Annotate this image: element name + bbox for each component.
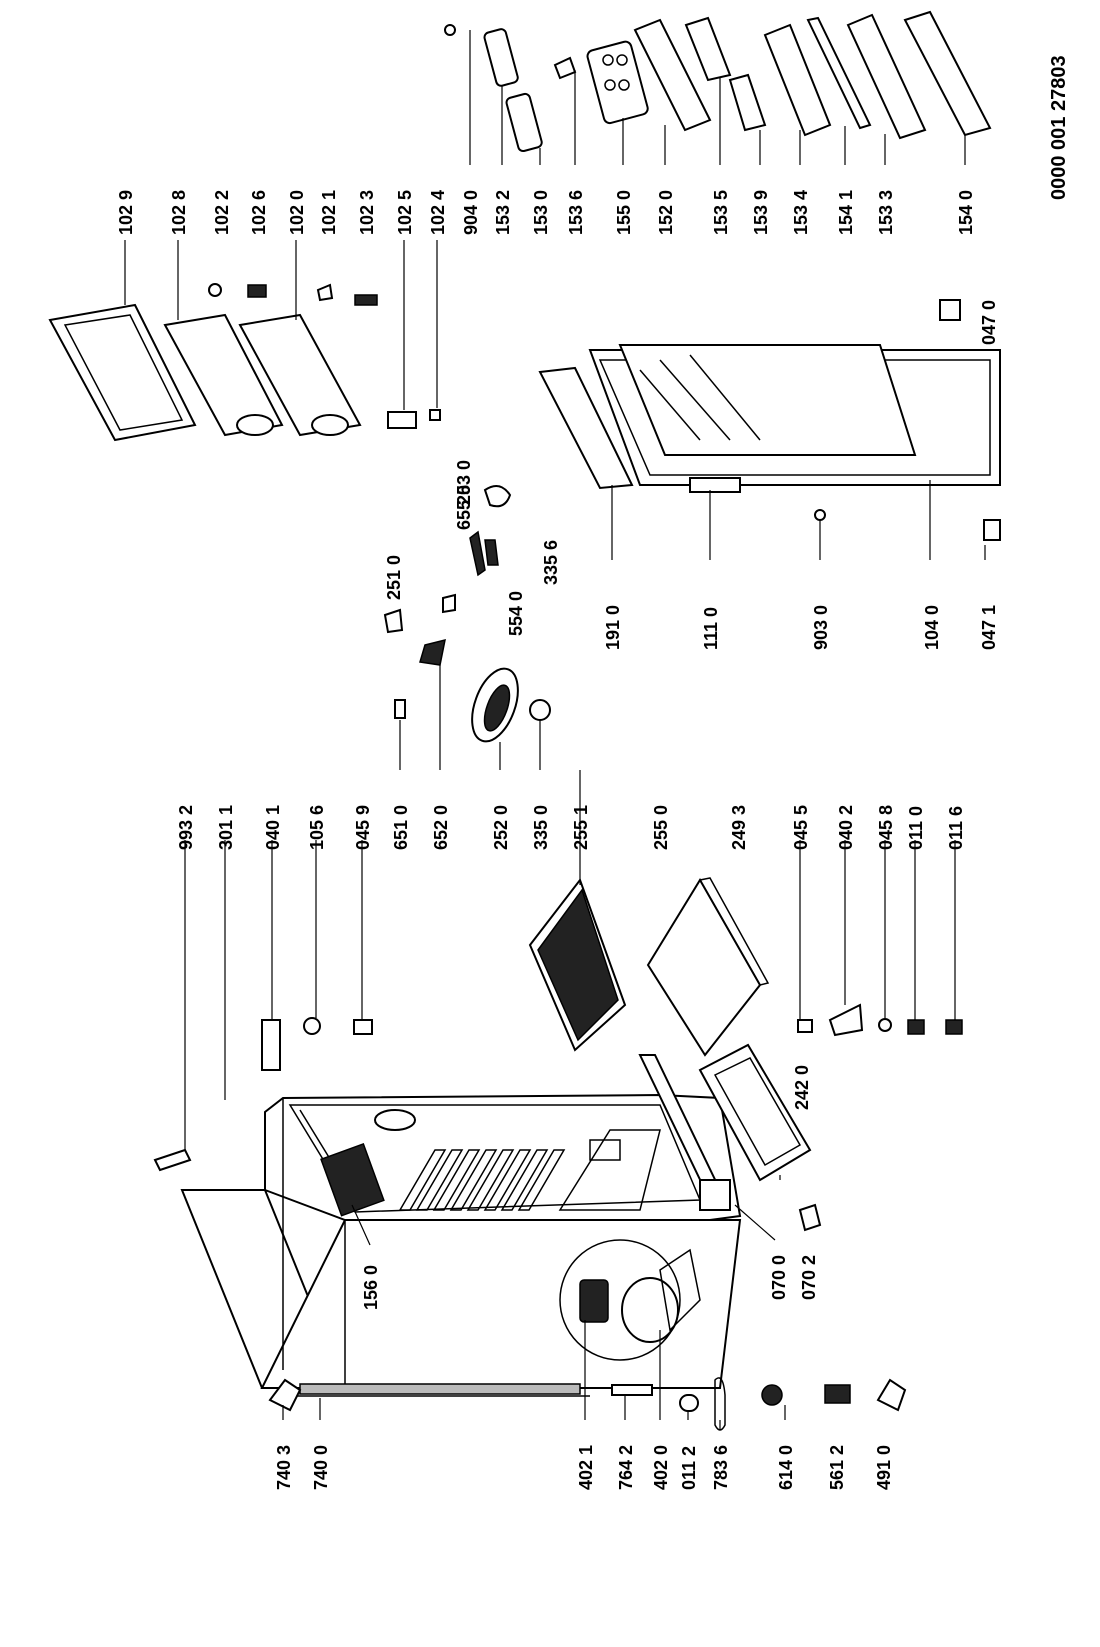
label-554-0: 554 0 bbox=[506, 591, 526, 636]
label-102-0: 102 0 bbox=[287, 190, 307, 235]
cabinet bbox=[180, 1054, 742, 1389]
leader-lines bbox=[124, 30, 986, 1430]
label-252-0: 252 0 bbox=[491, 805, 511, 850]
label-153-5: 153 5 bbox=[711, 190, 731, 235]
label-040-1: 040 1 bbox=[263, 805, 283, 850]
label-153-6: 153 6 bbox=[566, 190, 586, 235]
label-102-1: 102 1 bbox=[319, 190, 339, 235]
label-242-0: 242 0 bbox=[792, 1065, 812, 1110]
glass-shelf-wire bbox=[528, 877, 627, 1052]
label-614-0: 614 0 bbox=[776, 1445, 796, 1490]
part-labels: 102 9 102 8 102 2 102 6 102 0 102 1 102 … bbox=[116, 55, 1070, 1490]
label-152-0: 152 0 bbox=[656, 190, 676, 235]
label-249-3: 249 3 bbox=[729, 805, 749, 850]
label-251-0: 251 0 bbox=[384, 555, 404, 600]
label-561-2: 561 2 bbox=[827, 1445, 847, 1490]
label-102-5: 102 5 bbox=[395, 190, 415, 235]
label-783-6: 783 6 bbox=[711, 1445, 731, 1490]
label-011-0: 011 0 bbox=[906, 806, 926, 850]
label-105-6: 105 6 bbox=[307, 805, 327, 850]
label-045-8: 045 8 bbox=[876, 805, 896, 850]
freezer-frame bbox=[48, 303, 197, 442]
label-402-1: 402 1 bbox=[576, 1445, 596, 1490]
label-402-0: 402 0 bbox=[651, 1445, 671, 1490]
crisper-drawer bbox=[698, 1043, 812, 1182]
label-102-6: 102 6 bbox=[249, 190, 269, 235]
label-764-2: 764 2 bbox=[616, 1445, 636, 1490]
freezer-flap-1 bbox=[163, 313, 284, 437]
label-102-2: 102 2 bbox=[212, 190, 232, 235]
label-047-0: 047 0 bbox=[979, 300, 999, 345]
label-655-0: 655 0 bbox=[454, 485, 474, 530]
label-740-0: 740 0 bbox=[311, 1445, 331, 1490]
label-191-0: 191 0 bbox=[603, 605, 623, 650]
label-651-0: 651 0 bbox=[391, 805, 411, 850]
label-153-2: 153 2 bbox=[493, 190, 513, 235]
evaporator-grid bbox=[320, 1142, 385, 1217]
label-070-0: 070 0 bbox=[769, 1255, 789, 1300]
label-491-0: 491 0 bbox=[874, 1445, 894, 1490]
label-335-6: 335 6 bbox=[541, 540, 561, 585]
label-993-2: 993 2 bbox=[176, 805, 196, 850]
label-102-9: 102 9 bbox=[116, 190, 136, 235]
label-255-1: 255 1 bbox=[571, 805, 591, 850]
compressor bbox=[559, 1239, 701, 1361]
label-155-0: 155 0 bbox=[614, 190, 634, 235]
label-301-1: 301 1 bbox=[216, 805, 236, 850]
label-102-3: 102 3 bbox=[357, 190, 377, 235]
label-903-0: 903 0 bbox=[811, 605, 831, 650]
small-parts bbox=[153, 24, 1001, 1431]
freezer-small-parts bbox=[208, 283, 441, 429]
label-335-0: 335 0 bbox=[531, 805, 551, 850]
interior-rails bbox=[398, 1149, 566, 1211]
label-011-6: 011 6 bbox=[946, 806, 966, 850]
label-153-3: 153 3 bbox=[876, 190, 896, 235]
label-040-2: 040 2 bbox=[836, 805, 856, 850]
label-154-1: 154 1 bbox=[836, 190, 856, 235]
label-156-0: 156 0 bbox=[361, 1265, 381, 1310]
label-255-0: 255 0 bbox=[651, 805, 671, 850]
condenser bbox=[268, 1378, 653, 1412]
door bbox=[538, 344, 1001, 493]
document-number: 0000 001 27803 bbox=[1048, 55, 1070, 200]
label-104-0: 104 0 bbox=[922, 605, 942, 650]
label-102-8: 102 8 bbox=[169, 190, 189, 235]
label-111-0: 111 0 bbox=[701, 607, 721, 650]
freezer-flap-2 bbox=[238, 313, 362, 437]
label-740-3: 740 3 bbox=[274, 1445, 294, 1490]
label-047-1: 047 1 bbox=[979, 605, 999, 650]
label-045-5: 045 5 bbox=[791, 805, 811, 850]
label-070-2: 070 2 bbox=[799, 1255, 819, 1300]
label-253-0: 253 0 bbox=[454, 460, 474, 505]
label-045-9: 045 9 bbox=[353, 805, 373, 850]
glass-shelf-plain bbox=[646, 877, 770, 1057]
label-154-0: 154 0 bbox=[956, 190, 976, 235]
label-153-9: 153 9 bbox=[751, 190, 771, 235]
label-102-4: 102 4 bbox=[428, 190, 448, 235]
label-153-4: 153 4 bbox=[791, 190, 811, 235]
label-153-0: 153 0 bbox=[531, 190, 551, 235]
door-bins bbox=[483, 10, 992, 153]
label-011-2: 011 2 bbox=[679, 1446, 699, 1490]
label-904-0: 904 0 bbox=[461, 190, 481, 235]
label-652-0: 652 0 bbox=[431, 805, 451, 850]
